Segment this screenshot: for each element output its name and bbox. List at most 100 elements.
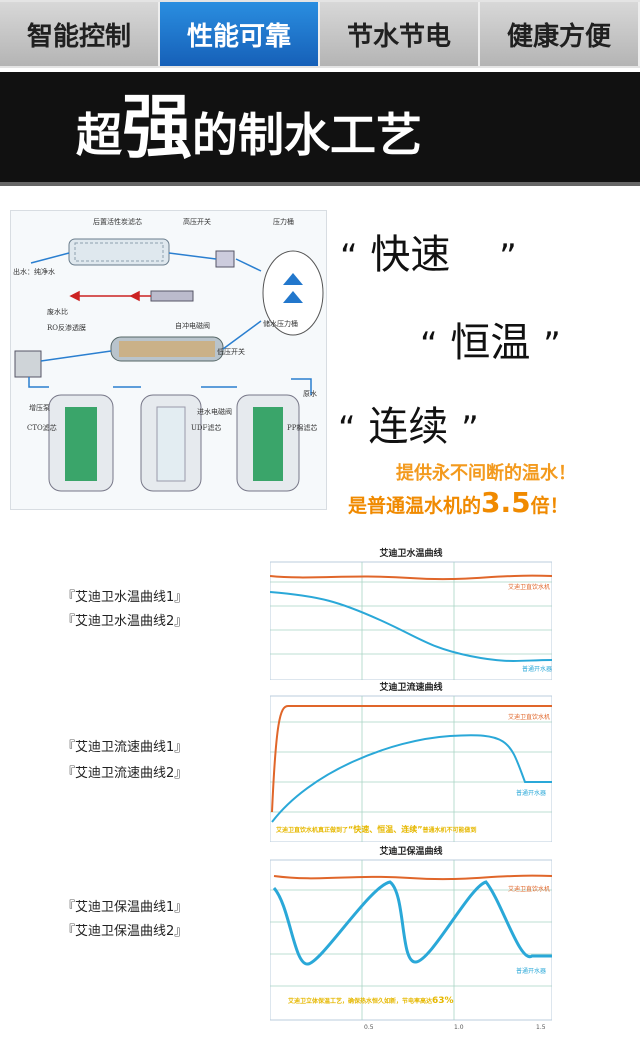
purification-flow-diagram: 后置活性炭滤芯 高压开关 压力桶 出水：纯净水 废水比 RO反渗透膜 自冲电磁阀… [10, 210, 327, 510]
label-udf: UDF滤芯 [191, 424, 222, 432]
chart2-frame [270, 695, 552, 842]
carbon-outlet-pipe [30, 252, 70, 264]
pump-to-ro-pipe [40, 350, 112, 362]
pp-filter-core [253, 407, 283, 481]
flow-rate-chart: 艾迪卫流速曲线 艾迪卫直饮水机 普通开水器 艾迪卫直饮水机真正做到了“快速、恒温… [270, 682, 552, 842]
chart2-label-2: 『艾迪卫流速曲线2』 [62, 766, 188, 781]
waste-pipe [69, 290, 151, 302]
chart2-note-a: 艾迪卫直饮水机真正做到了 [276, 827, 349, 834]
label-ro: RO反渗透膜 [47, 324, 87, 332]
chart3-note-a: 艾迪卫立体保温工艺，确保热水恒久如新，节电率高达 [288, 998, 433, 1005]
chart3-legend-1: 艾迪卫直饮水机 [508, 886, 551, 893]
chart2-note-c: 普通水机不可能做到 [422, 827, 477, 834]
chart3-tick-2: 1.0 [454, 1024, 464, 1031]
chart3-note-b: 63% [432, 996, 454, 1006]
chart3-note: 艾迪卫立体保温工艺，确保热水恒久如新，节电率高达63% [288, 996, 454, 1006]
label-pressure-tank: 压力桶 [273, 218, 294, 226]
tab-save-water-power[interactable]: 节水节电 [320, 2, 480, 66]
waste-arrow [69, 290, 80, 302]
post-carbon-filter-inner [74, 242, 164, 262]
feature-constant-text: 恒温 [450, 320, 531, 366]
promo-line-2-a: 是普通温水机的 [348, 495, 482, 517]
promo-line-2: 是普通温水机的3.5倍！ [348, 486, 569, 519]
post-carbon-filter-shape [68, 238, 170, 266]
udf-filter-core [156, 406, 186, 482]
ro-to-tank-pipe [222, 320, 262, 350]
chart1-line-2 [270, 591, 552, 662]
high-pressure-switch-shape [215, 250, 235, 268]
chart1-frame [270, 561, 552, 680]
waste-arrow-2 [129, 290, 140, 302]
label-cto: CTO滤芯 [27, 424, 57, 432]
banner-title-part3: 的制水工艺 [192, 108, 422, 162]
chart3-plot [270, 859, 552, 1021]
feature-fast: “ 快速 ” [340, 222, 517, 280]
feature-continuous-text: 连续 [368, 404, 449, 450]
chart2-plot [270, 695, 552, 842]
heat-retention-chart: 艾迪卫保温曲线 艾迪卫直饮水机 普通开水器 艾迪卫立体保温工艺，确保热水恒久如新… [270, 846, 552, 1036]
switch-to-carbon-pipe [168, 252, 217, 260]
label-low-pressure-switch: 低压开关 [217, 348, 245, 356]
chart3-grid [270, 860, 552, 1020]
quote-close-1: ” [499, 237, 517, 277]
chart1-legend-2: 普通开水器 [522, 666, 553, 673]
tank-arrow-up-2 [283, 291, 303, 303]
chart1-legend-1: 艾迪卫直饮水机 [508, 584, 551, 591]
pipe-lines [28, 252, 312, 395]
chart2-note-b: “快速、恒温、连续” [348, 825, 423, 834]
tank-arrow-up-1 [283, 273, 303, 285]
label-pp: PP棉滤芯 [287, 424, 318, 432]
raw-water-pipe [291, 378, 312, 395]
chart1-label-1: 『艾迪卫水温曲线1』 [62, 590, 188, 605]
water-temp-chart: 艾迪卫水温曲线 艾迪卫直饮水机 普通开水器 [270, 548, 552, 680]
chart1-line-1 [270, 574, 552, 581]
cto-filter-core [65, 407, 97, 481]
quote-open-2: “ [420, 325, 438, 365]
tab-smart-control[interactable]: 智能控制 [0, 2, 160, 66]
chart3-label-1: 『艾迪卫保温曲线1』 [62, 900, 188, 915]
banner-title-part1: 超 [76, 108, 122, 162]
label-booster-pump: 增压泵 [29, 404, 50, 412]
waste-ratio-shape [150, 290, 194, 302]
label-raw-water: 原水 [303, 390, 317, 398]
label-waste-ratio: 废水比 [47, 308, 68, 316]
chart2-grid [270, 696, 552, 842]
quote-close-2: ” [543, 325, 561, 365]
chart2-title: 艾迪卫流速曲线 [379, 683, 443, 693]
chart1-grid [270, 562, 552, 680]
tank-to-switch-pipe [235, 258, 262, 272]
flow-diagram-graphic [14, 238, 324, 492]
booster-pump-shape [14, 350, 42, 378]
promo-line-1: 提供永不间断的温水！ [396, 463, 576, 484]
chart3-tick-1: 0.5 [364, 1024, 374, 1031]
chart2-line-1 [271, 705, 552, 813]
quote-open-3: “ [338, 409, 356, 449]
label-post-carbon: 后置活性炭滤芯 [93, 218, 142, 226]
chart2-legend-2: 普通开水器 [516, 790, 547, 797]
label-high-pressure-switch: 高压开关 [183, 218, 211, 226]
top-tab-bar: 智能控制 性能可靠 节水节电 健康方便 [0, 0, 640, 68]
chart3-title: 艾迪卫保温曲线 [379, 847, 443, 857]
quote-open-1: “ [340, 237, 358, 277]
feature-continuous: “ 连续 ” [338, 394, 479, 452]
label-auto-flush: 自冲电磁阀 [175, 322, 210, 330]
quote-close-3: ” [461, 409, 479, 449]
chart1-label-2: 『艾迪卫水温曲线2』 [62, 614, 188, 629]
chart2-legend-1: 艾迪卫直饮水机 [508, 714, 551, 721]
tab-health-convenience[interactable]: 健康方便 [480, 2, 640, 66]
promo-line-2-c: 倍！ [530, 495, 569, 517]
chart3-line-1 [273, 874, 552, 881]
chart1-plot [270, 561, 552, 680]
label-storage-tank: 储水压力桶 [263, 320, 298, 328]
chart3-legend-2: 普通开水器 [516, 968, 547, 975]
chart3-label-2: 『艾迪卫保温曲线2』 [62, 924, 188, 939]
label-inlet-valve: 进水电磁阀 [197, 408, 232, 416]
label-outlet: 出水：纯净水 [13, 268, 55, 276]
tab-performance[interactable]: 性能可靠 [160, 2, 320, 66]
chart3-tick-3: 1.5 [536, 1024, 546, 1031]
chart1-title: 艾迪卫水温曲线 [379, 549, 443, 559]
chart2-note: 艾迪卫直饮水机真正做到了“快速、恒温、连续”普通水机不可能做到 [276, 824, 477, 835]
chart3-line-2 [272, 880, 552, 966]
cto-to-pump-pipe [28, 377, 49, 388]
section-banner [0, 72, 640, 186]
